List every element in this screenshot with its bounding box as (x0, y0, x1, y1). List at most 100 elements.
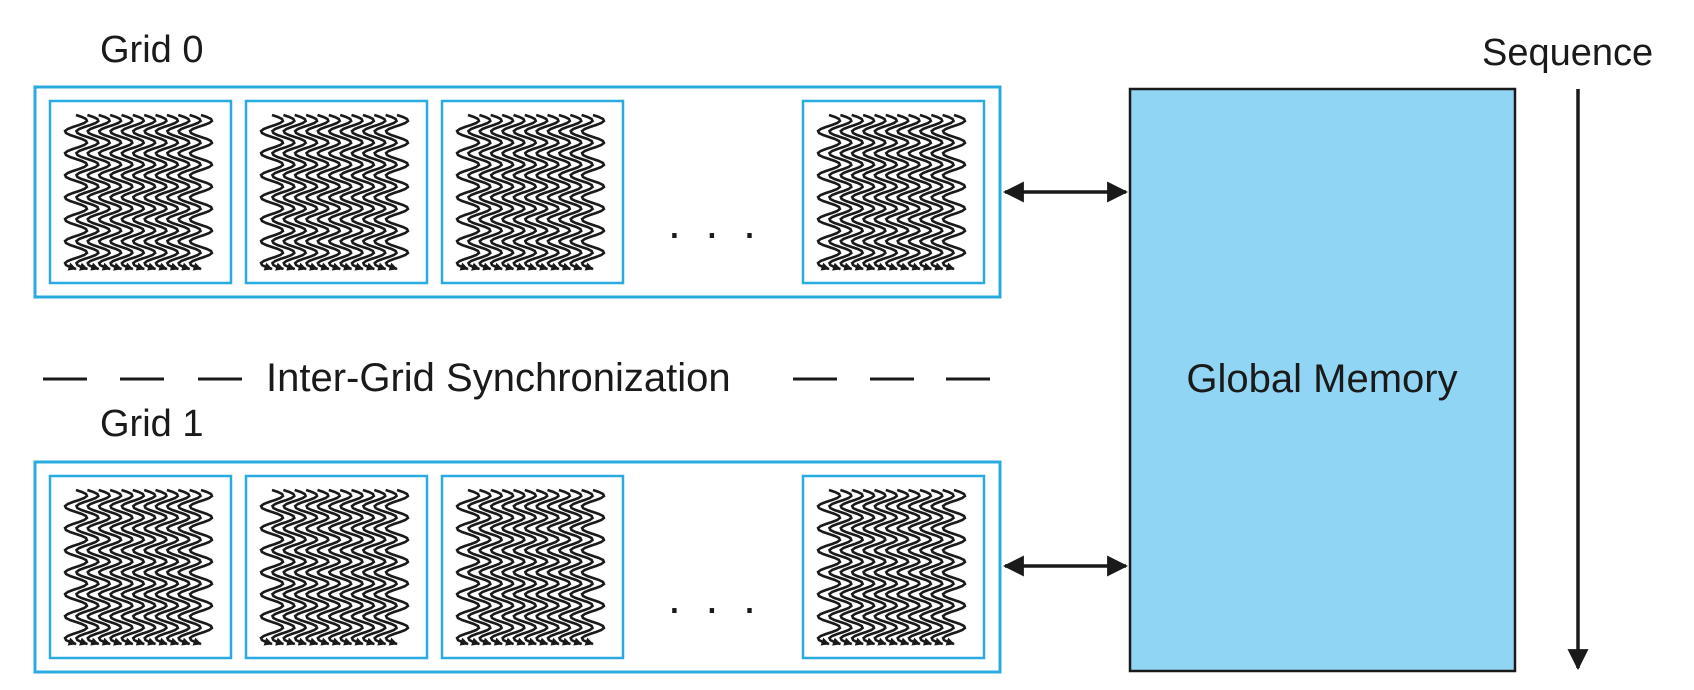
thread-arrow (165, 113, 191, 271)
thread-arrow (455, 113, 481, 271)
thread-arrow (350, 488, 376, 646)
thread-arrow (74, 488, 100, 646)
thread-arrow (930, 113, 956, 271)
thread-arrow (384, 113, 410, 271)
thread-arrow (827, 113, 853, 271)
global-memory-box (1128, 87, 1517, 673)
thread-arrow (862, 488, 887, 646)
thread-arrow (873, 113, 899, 271)
thread-arrow (455, 488, 481, 646)
thread-arrow (339, 113, 364, 271)
thread-arrow (361, 113, 387, 271)
thread-arrow (165, 488, 191, 646)
thread-arrow (478, 488, 504, 646)
thread-arrow (569, 488, 595, 646)
thread-arrow (188, 113, 214, 271)
thread-arrow (884, 113, 910, 271)
thread-arrow (580, 113, 606, 271)
thread-arrow (478, 113, 504, 271)
thread-arrow (270, 113, 296, 271)
thread-arrow (373, 488, 399, 646)
thread-arrow (466, 113, 492, 271)
thread-arrow (535, 488, 560, 646)
thread-arrow (489, 488, 515, 646)
thread-arrow (930, 488, 956, 646)
thread-arrow (918, 113, 944, 271)
thread-arrow (557, 488, 583, 646)
sync-label: Inter-Grid Synchronization (266, 356, 731, 400)
thread-arrow (293, 113, 319, 271)
thread-arrow (839, 113, 865, 271)
thread-arrow (143, 488, 168, 646)
thread-arrow (896, 488, 921, 646)
thread-arrow (873, 488, 899, 646)
thread-arrow (131, 488, 157, 646)
thread-arrow (305, 113, 330, 271)
thread-arrow (86, 488, 112, 646)
thread-arrow (259, 113, 285, 271)
thread-arrow (546, 488, 572, 646)
grid-1-ellipsis: . . . (668, 571, 762, 623)
thread-arrow (489, 113, 515, 271)
thread-arrow (74, 113, 100, 271)
thread-arrow (546, 113, 572, 271)
thread-arrow (907, 488, 933, 646)
sequence-label: Sequence (1482, 32, 1653, 74)
thread-arrow (293, 488, 319, 646)
grid-1-title: Grid 1 (100, 403, 203, 445)
thread-arrow (177, 488, 203, 646)
thread-arrow (523, 113, 549, 271)
thread-arrow (862, 113, 887, 271)
thread-arrow (384, 488, 410, 646)
thread-block (440, 474, 625, 660)
grid-1-blocks (48, 474, 986, 660)
thread-arrow (109, 488, 134, 646)
thread-arrow (523, 488, 549, 646)
thread-arrow (120, 113, 146, 271)
thread-arrow (86, 113, 112, 271)
thread-arrow (305, 488, 330, 646)
grid-0-title: Grid 0 (100, 29, 203, 71)
grid-1: . . . (33, 460, 1002, 674)
thread-block (48, 474, 233, 660)
thread-arrow (282, 488, 308, 646)
thread-arrow (816, 488, 842, 646)
thread-arrow (466, 488, 492, 646)
thread-arrow (941, 113, 967, 271)
thread-arrow (282, 113, 308, 271)
thread-arrow (827, 488, 853, 646)
thread-arrow (97, 488, 123, 646)
thread-arrow (350, 113, 376, 271)
thread-arrow (580, 488, 606, 646)
thread-arrow (109, 113, 134, 271)
thread-arrow (154, 113, 180, 271)
grid-0: . . . (33, 85, 1002, 299)
thread-arrow (154, 488, 180, 646)
thread-arrow (896, 113, 921, 271)
thread-arrow (569, 113, 595, 271)
thread-arrow (327, 113, 353, 271)
thread-arrow (816, 113, 842, 271)
thread-arrow (327, 488, 353, 646)
thread-arrow (131, 113, 157, 271)
thread-arrow (839, 488, 865, 646)
thread-arrow (512, 113, 538, 271)
thread-arrow (373, 113, 399, 271)
thread-arrow (850, 488, 876, 646)
thread-block (801, 474, 986, 660)
thread-arrow (259, 488, 285, 646)
thread-arrow (884, 488, 910, 646)
thread-arrow (512, 488, 538, 646)
thread-arrow (120, 488, 146, 646)
thread-arrow (177, 113, 203, 271)
thread-arrow (270, 488, 296, 646)
thread-arrow (63, 488, 89, 646)
thread-arrow (361, 488, 387, 646)
thread-arrow (918, 488, 944, 646)
thread-arrow (501, 488, 526, 646)
thread-arrow (557, 113, 583, 271)
thread-block (801, 99, 986, 285)
thread-arrow (501, 113, 526, 271)
thread-block (440, 99, 625, 285)
